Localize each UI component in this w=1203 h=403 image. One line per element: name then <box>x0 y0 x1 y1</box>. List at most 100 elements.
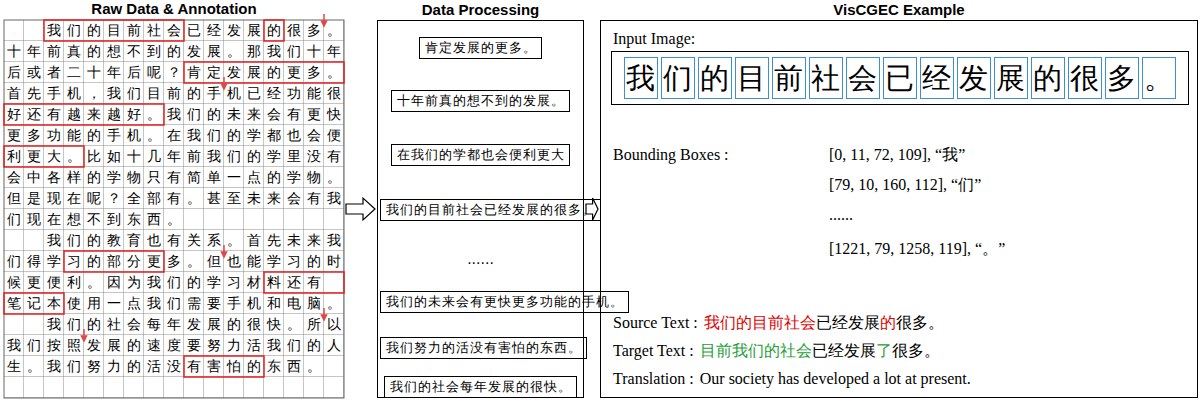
essay-char: 便 <box>44 272 64 293</box>
processing-panel: Data Processing......肯定发展的更多。十年前真的想不到的发展… <box>377 20 584 398</box>
essay-char: 我 <box>44 20 64 41</box>
essay-row: 笔记本使用一点我们需要手机和电脑。 <box>4 293 344 314</box>
essay-char: 的 <box>84 167 104 188</box>
essay-char: 的 <box>264 167 284 188</box>
essay-char: 功 <box>284 83 304 104</box>
essay-char: 。 <box>324 62 344 83</box>
text-segment: 已经发展 <box>816 314 880 331</box>
essay-char: 使 <box>64 293 84 314</box>
essay-char: 记 <box>24 293 44 314</box>
essay-char: 们 <box>284 335 304 356</box>
essay-row: 后或者二十年后呢？肯定发展的更多。 <box>4 62 344 83</box>
essay-char: 们 <box>284 41 304 62</box>
essay-row: 利更大。比如十几年前我们的学里没有 <box>4 146 344 167</box>
essay-char: 后 <box>4 62 24 83</box>
essay-char: 度 <box>164 335 184 356</box>
error-box <box>44 20 184 41</box>
essay-char: 手 <box>204 83 224 104</box>
connector-layer <box>346 198 598 220</box>
essay-char: 。 <box>324 167 344 188</box>
flow-arrow <box>346 198 375 220</box>
essay-char: 有 <box>284 104 304 125</box>
strip-text: 十年前真的想不到的发展。 <box>397 93 565 109</box>
char-bounding-box: 社 <box>809 57 843 99</box>
char-bounding-box: 很 <box>1068 57 1102 99</box>
essay-char: ？ <box>164 62 184 83</box>
essay-char: 的 <box>264 62 284 83</box>
essay-char: 十 <box>4 41 24 62</box>
essay-char: 也 <box>224 251 244 272</box>
essay-char: 展 <box>244 62 264 83</box>
essay-char: 呢 <box>84 188 104 209</box>
field-label: Input Image: <box>613 29 695 49</box>
essay-row: 首先手机，我们目前的手机已经功能很 <box>4 83 344 104</box>
panel-heading: VisCGEC Example <box>601 1 1197 19</box>
essay-char: 学 <box>264 146 284 167</box>
essay-char: 的 <box>244 356 264 377</box>
essay-char: 所 <box>304 314 324 335</box>
essay-row: 好还有越来越好。我们的未来会有更快 <box>4 104 344 125</box>
essay-char: 越 <box>104 104 124 125</box>
essay-char: 社 <box>104 314 124 335</box>
field-label: Translation : <box>613 369 694 389</box>
example-panel: VisCGEC ExampleInput Image:Bounding Boxe… <box>600 20 1198 398</box>
char-bounding-box: 多 <box>1105 57 1139 99</box>
essay-char: 年 <box>324 41 344 62</box>
input-image-chars: 我们的目前社会已经发展的很多。 <box>622 57 1177 99</box>
char-bounding-box: 已 <box>883 57 917 99</box>
essay-char: 怕 <box>224 356 244 377</box>
essay-char: 有 <box>304 272 324 293</box>
essay-char: 也 <box>144 230 164 251</box>
essay-char: 们 <box>224 146 244 167</box>
essay-char: 便 <box>324 125 344 146</box>
essay-char: 为 <box>124 272 144 293</box>
essay-char: 能 <box>244 251 264 272</box>
essay-char: 好 <box>4 104 24 125</box>
essay-char: 部 <box>144 188 164 209</box>
char-bounding-box: 展 <box>994 57 1028 99</box>
essay-grid <box>4 20 344 398</box>
char-bounding-box: 前 <box>772 57 806 99</box>
essay-row: 我们的社会每年发展的很快。所以 <box>4 314 344 335</box>
essay-char: 想 <box>104 41 124 62</box>
essay-char: 按 <box>44 335 64 356</box>
essay-char: 目 <box>144 83 164 104</box>
essay-char: 年 <box>104 62 124 83</box>
char-bounding-box: 经 <box>920 57 954 99</box>
essay-char: 育 <box>124 230 144 251</box>
essay-char: 多 <box>304 62 324 83</box>
panel-heading: Raw Data & Annotation <box>4 0 344 18</box>
essay-char: 。 <box>284 314 304 335</box>
essay-char: 年 <box>24 41 44 62</box>
essay-char: 里 <box>284 146 304 167</box>
essay-char: 我 <box>204 146 224 167</box>
essay-char: 有 <box>184 356 204 377</box>
essay-char: 会 <box>164 20 184 41</box>
essay-char: 。 <box>84 272 104 293</box>
essay-char: 利 <box>64 272 84 293</box>
essay-char: 以 <box>324 314 344 335</box>
essay-char: 我 <box>4 335 24 356</box>
essay-char: 我 <box>324 188 344 209</box>
essay-char: 展 <box>104 335 124 356</box>
error-box <box>264 272 344 293</box>
essay-char: ？ <box>104 188 124 209</box>
essay-char: 会 <box>284 188 304 209</box>
essay-char: 先 <box>24 83 44 104</box>
essay-char: 功 <box>44 125 64 146</box>
essay-char: 在 <box>44 209 64 230</box>
essay-char: 后 <box>124 62 144 83</box>
essay-char: 更 <box>144 251 164 272</box>
essay-char: 学 <box>284 167 304 188</box>
essay-char: 发 <box>184 41 204 62</box>
essay-char: 的 <box>84 20 104 41</box>
essay-char: 。 <box>184 188 204 209</box>
essay-char: 呢 <box>144 62 164 83</box>
char-bounding-box: 我 <box>624 57 658 99</box>
essay-char: 东 <box>124 209 144 230</box>
insertion-arrows <box>82 14 327 341</box>
essay-char: 首 <box>244 230 264 251</box>
essay-char: 机 <box>224 83 244 104</box>
essay-char: 但 <box>204 251 224 272</box>
error-box <box>4 293 64 314</box>
